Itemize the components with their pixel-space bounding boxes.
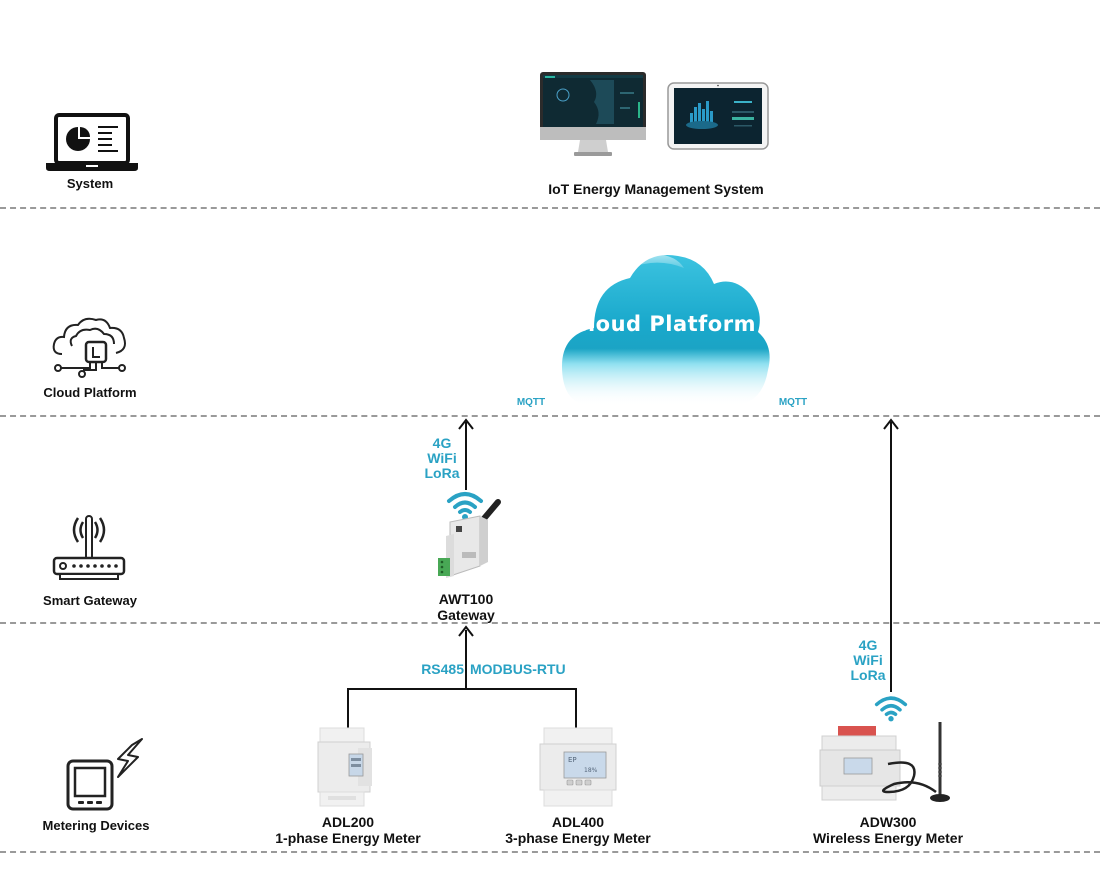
svg-text:EP: EP [568, 756, 577, 764]
adl200-meter-image [317, 727, 372, 807]
gateway-label: AWT100 Gateway [406, 591, 526, 623]
wifi-icon [874, 696, 908, 722]
meter-type: Wireless Energy Meter [812, 830, 964, 846]
meter-lightning-icon [66, 738, 143, 811]
meter-model: ADL200 [321, 814, 375, 830]
rs485-bus-line [347, 688, 577, 728]
meter-type: 3-phase Energy Meter [505, 830, 651, 846]
modbus-rtu-label: MODBUS-RTU [470, 661, 566, 677]
layer-label-metering: Metering Devices [42, 818, 150, 833]
meter-wireless-protocols: 4G WiFi LoRa [846, 638, 890, 683]
layer-divider-gateway [0, 622, 1100, 624]
meter-type: 1-phase Energy Meter [275, 830, 421, 846]
meter-model: ADW300 [859, 814, 917, 830]
protocol-4g: 4G [858, 637, 878, 653]
gateway-wireless-protocols: 4G WiFi LoRa [420, 436, 464, 481]
protocol-wifi: WiFi [427, 450, 457, 466]
cloud-platform-label: Cloud Platform [572, 312, 756, 336]
laptop-chart-icon [46, 113, 138, 171]
meter-uplink-arrowhead [883, 418, 899, 430]
meter-label-adl400: ADL400 3-phase Energy Meter [488, 814, 668, 846]
gateway-type: Gateway [437, 607, 495, 623]
adl400-meter-image: EP 18% [539, 727, 617, 807]
router-icon [52, 515, 126, 580]
meter-model: ADL400 [551, 814, 605, 830]
protocol-lora: LoRa [850, 667, 886, 683]
adw300-meter-image [819, 722, 950, 802]
protocol-wifi: WiFi [853, 652, 883, 668]
rs485-label: RS485 [421, 661, 464, 677]
mqtt-label-meter: MQTT [778, 397, 808, 408]
layer-divider-cloud [0, 415, 1100, 417]
layer-label-cloud: Cloud Platform [43, 385, 137, 400]
protocol-lora: LoRa [424, 465, 460, 481]
layer-divider-system [0, 207, 1100, 209]
protocol-4g: 4G [432, 435, 452, 451]
desktop-monitor-image [540, 72, 646, 156]
svg-text:18%: 18% [584, 767, 598, 774]
meter-label-adw300: ADW300 Wireless Energy Meter [788, 814, 988, 846]
cloud-chip-icon [52, 317, 126, 378]
layer-label-gateway: Smart Gateway [43, 593, 137, 608]
awt100-gateway-image [438, 499, 501, 578]
cloud-platform-shape [562, 253, 770, 406]
gateway-model: AWT100 [438, 591, 494, 607]
layer-label-system: System [66, 176, 114, 191]
gateway-uplink-arrowhead [458, 418, 474, 430]
tablet-image [667, 82, 769, 150]
mqtt-label-gateway: MQTT [516, 397, 546, 408]
system-title: IoT Energy Management System [548, 181, 764, 197]
rs485-arrowhead [458, 625, 474, 637]
layer-divider-metering [0, 851, 1100, 853]
meter-label-adl200: ADL200 1-phase Energy Meter [258, 814, 438, 846]
